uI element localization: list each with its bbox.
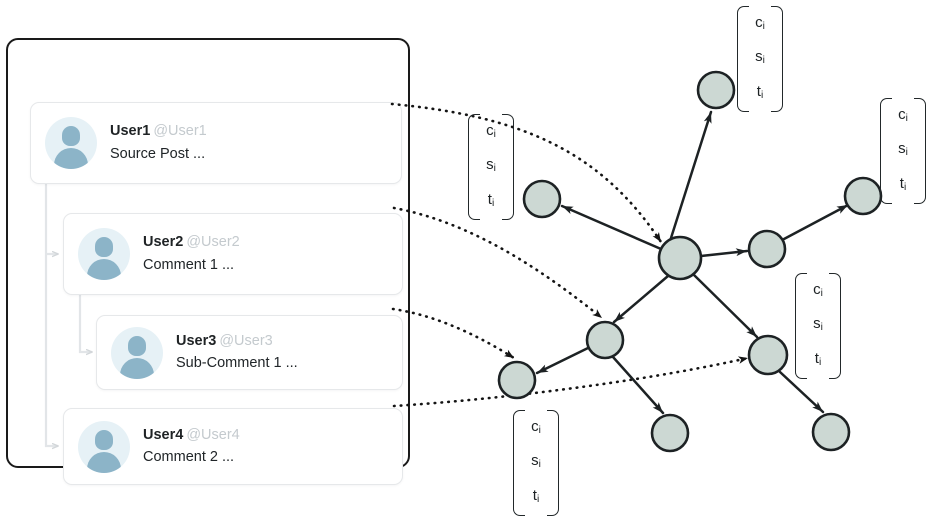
post-card-user3[interactable]: User3@User3 Sub-Comment 1 ... (96, 315, 403, 390)
node-lower-right[interactable] (747, 334, 789, 376)
post-author-row: User2@User2 (143, 233, 240, 252)
node-left[interactable] (522, 179, 562, 219)
vector-subscript: i (760, 90, 764, 102)
vector-left: ci si ti (468, 114, 514, 220)
edge-hub-lowerright (692, 273, 759, 339)
vector-subscript: i (818, 357, 822, 369)
vector-row-c: ci (813, 280, 823, 299)
mapping-edges (390, 102, 750, 408)
post-body-text: Comment 1 ... (143, 256, 235, 273)
post-author-name: User4 (143, 426, 184, 443)
post-author-handle: @User3 (219, 332, 273, 349)
vector-subscript: i (762, 20, 765, 32)
node-mid-right[interactable] (747, 229, 787, 269)
node-right[interactable] (843, 176, 883, 216)
node-top[interactable] (696, 70, 736, 110)
vector-row-t: ti (756, 82, 764, 102)
vector-subscript: i (820, 287, 823, 299)
vector-subscript: i (538, 424, 541, 436)
post-text-block: User2@User2 Comment 1 ... (143, 233, 240, 274)
vector-row-s: si (486, 156, 496, 175)
vector-subscript: i (493, 163, 496, 175)
user-avatar-icon (78, 228, 130, 280)
post-text-block: User1@User1 Source Post ... (110, 122, 207, 163)
vector-row-t: ti (487, 190, 495, 210)
edge-hub-left (560, 204, 663, 251)
vector-top: ci si ti (737, 6, 783, 112)
vector-row-s: si (531, 452, 541, 471)
node-center-low[interactable] (585, 320, 625, 360)
vector-upper-right: ci si ti (880, 98, 926, 204)
post-author-row: User4@User4 (143, 426, 240, 445)
post-text-block: User4@User4 Comment 2 ... (143, 426, 240, 467)
vector-bottom-left: ci si ti (513, 410, 559, 516)
post-author-name: User2 (143, 234, 184, 251)
edge-hub-top (669, 110, 713, 240)
edge-hub-midright (699, 248, 749, 258)
post-card-user4[interactable]: User4@User4 Comment 2 ... (63, 408, 403, 485)
vector-row-s: si (755, 48, 765, 67)
user-avatar-icon (111, 326, 163, 379)
vector-subscript: i (538, 459, 541, 471)
vector-subscript: i (493, 128, 496, 140)
vector-row-t: ti (899, 174, 907, 194)
vector-subscript: i (536, 494, 540, 506)
vector-row-s: si (898, 140, 908, 159)
post-body-text: Source Post ... (110, 145, 206, 162)
vector-subscript: i (905, 147, 908, 159)
graph-nodes (497, 70, 883, 453)
node-bottom-mid[interactable] (650, 413, 690, 453)
edge-hub-centerlow (612, 274, 670, 324)
vector-row-c: ci (898, 105, 908, 124)
vector-row-c: ci (486, 121, 496, 140)
vector-subscript: i (820, 322, 823, 334)
post-author-name: User3 (176, 332, 217, 349)
edge-midright-right (782, 203, 850, 241)
post-card-user2[interactable]: User2@User2 Comment 1 ... (63, 213, 403, 295)
mapping-edge-post4-lr (392, 356, 750, 408)
post-author-name: User1 (110, 123, 151, 140)
post-author-handle: @User2 (186, 234, 240, 251)
vector-row-t: ti (814, 349, 822, 369)
edge-centerlow-bottommid (611, 355, 665, 415)
vector-subscript: i (903, 182, 907, 194)
vector-row-t: ti (532, 486, 540, 506)
conversation-thread-panel: User1@User1 Source Post ... User2@User2 … (6, 38, 410, 485)
edge-centerlow-lowerleft (535, 346, 590, 375)
post-text-block: User3@User3 Sub-Comment 1 ... (176, 332, 298, 373)
node-bottom-right[interactable] (811, 412, 851, 452)
vector-subscript: i (762, 55, 765, 67)
user-avatar-icon (78, 420, 130, 473)
mapping-edge-post3-ll (391, 307, 516, 360)
vector-subscript: i (491, 198, 495, 210)
post-card-user1[interactable]: User1@User1 Source Post ... (30, 102, 402, 184)
post-author-row: User3@User3 (176, 332, 298, 351)
mapping-edge-post1-hub (390, 102, 663, 244)
post-author-handle: @User4 (186, 426, 240, 443)
vector-mid-right: ci si ti (795, 273, 841, 379)
vector-row-s: si (813, 315, 823, 334)
vector-subscript: i (905, 112, 908, 124)
post-author-row: User1@User1 (110, 122, 207, 141)
node-hub[interactable] (657, 235, 703, 281)
user-avatar-icon (45, 117, 97, 169)
mapping-edge-post2-low (392, 206, 604, 320)
post-author-handle: @User1 (153, 123, 207, 140)
post-body-text: Comment 2 ... (143, 449, 235, 465)
post-body-text: Sub-Comment 1 ... (176, 355, 298, 371)
vector-row-c: ci (531, 417, 541, 436)
vector-row-c: ci (755, 13, 765, 32)
node-lower-left[interactable] (497, 360, 537, 400)
